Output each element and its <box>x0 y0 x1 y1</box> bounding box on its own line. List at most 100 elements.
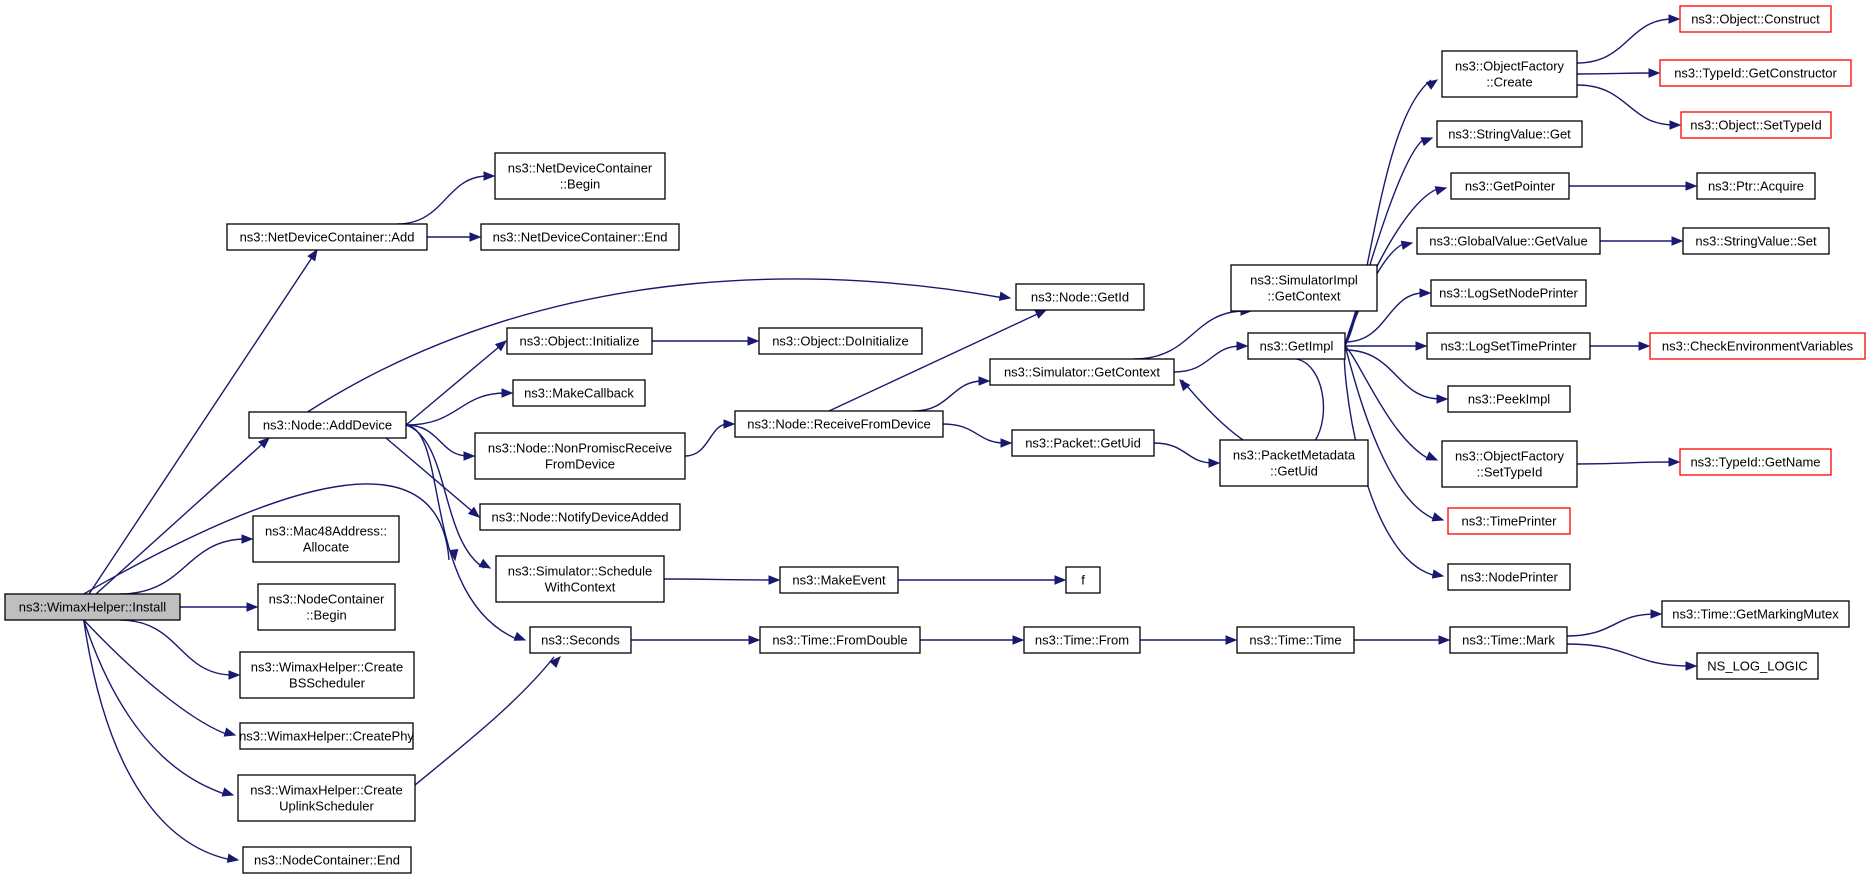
node-create-phy[interactable]: ns3::WimaxHelper::CreatePhy <box>239 722 414 750</box>
node-box <box>1679 448 1832 476</box>
node-box <box>779 566 899 594</box>
edge-arrowhead <box>1012 635 1025 645</box>
node-label: ns3::MakeEvent <box>792 573 886 588</box>
node-label: NS_LOG_LOGIC <box>1707 659 1807 674</box>
node-box <box>1065 566 1101 594</box>
node-box <box>1649 332 1866 360</box>
edge-arrowhead <box>221 787 235 797</box>
node-pktmeta-getuid[interactable]: ns3::PacketMetadata::GetUid <box>1219 439 1369 487</box>
node-nodeprinter[interactable]: ns3::NodePrinter <box>1447 563 1571 591</box>
node-logsetnodeprinter[interactable]: ns3::LogSetNodePrinter <box>1430 279 1587 307</box>
node-gv-getvalue[interactable]: ns3::GlobalValue::GetValue <box>1416 227 1601 255</box>
node-of-settypeid[interactable]: ns3::ObjectFactory::SetTypeId <box>1441 440 1578 488</box>
node-box <box>239 722 414 750</box>
edge-arrowhead <box>228 670 241 680</box>
edge-arrowhead <box>223 727 237 737</box>
node-timeprinter[interactable]: ns3::TimePrinter <box>1447 507 1571 535</box>
node-typeid-getname[interactable]: ns3::TypeId::GetName <box>1679 448 1832 476</box>
node-label: ns3::Packet::GetUid <box>1025 436 1141 451</box>
edge-install-to-seconds <box>83 483 459 595</box>
node-node-adddevice[interactable]: ns3::Node::AddDevice <box>248 411 407 439</box>
node-node-getid[interactable]: ns3::Node::GetId <box>1015 283 1145 311</box>
node-box <box>4 593 181 621</box>
node-getimpl[interactable]: ns3::GetImpl <box>1247 332 1346 360</box>
node-f[interactable]: f <box>1065 566 1101 594</box>
node-install[interactable]: ns3::WimaxHelper::Install <box>4 593 181 621</box>
edge-arrowhead <box>241 534 254 544</box>
edge-time-from-to-time-time <box>1139 635 1238 645</box>
node-simimpl-getctx[interactable]: ns3::SimulatorImpl::GetContext <box>1230 264 1378 312</box>
node-checkenv[interactable]: ns3::CheckEnvironmentVariables <box>1649 332 1866 360</box>
node-label: ::Create <box>1486 75 1532 90</box>
edge-install-to-create-uplink <box>83 619 235 797</box>
node-stringvalue-set[interactable]: ns3::StringValue::Set <box>1682 227 1830 255</box>
node-box <box>1447 385 1571 413</box>
edge-install-to-nc-end <box>83 619 240 863</box>
node-packet-getuid[interactable]: ns3::Packet::GetUid <box>1011 429 1155 457</box>
edge-line <box>396 175 489 225</box>
edge-node-adddevice-to-node-notify <box>385 437 481 518</box>
edge-arrowhead <box>1425 451 1439 461</box>
node-ndc-end[interactable]: ns3::NetDeviceContainer::End <box>480 223 680 251</box>
edge-line <box>405 424 469 457</box>
node-sim-getctx[interactable]: ns3::Simulator::GetContext <box>989 358 1175 386</box>
node-obj-init[interactable]: ns3::Object::Initialize <box>506 327 653 355</box>
node-box <box>1219 439 1369 487</box>
node-box <box>1247 332 1346 360</box>
node-makecallback[interactable]: ns3::MakeCallback <box>512 379 646 407</box>
node-logsettimeprinter[interactable]: ns3::LogSetTimePrinter <box>1426 332 1591 360</box>
edge-time-fromdouble-to-time-from <box>919 635 1025 645</box>
edge-line <box>942 423 1006 444</box>
node-stringvalue-get[interactable]: ns3::StringValue::Get <box>1436 120 1583 148</box>
edge-line <box>1153 442 1214 464</box>
node-label: ns3::Time::From <box>1035 633 1129 648</box>
node-obj-settypeid[interactable]: ns3::Object::SetTypeId <box>1680 111 1832 139</box>
edge-arrowhead <box>448 548 459 562</box>
node-seconds[interactable]: ns3::Seconds <box>529 626 632 654</box>
node-nc-begin[interactable]: ns3::NodeContainer::Begin <box>257 583 396 631</box>
node-ndc-begin[interactable]: ns3::NetDeviceContainer::Begin <box>494 152 666 200</box>
node-node-recv[interactable]: ns3::Node::ReceiveFromDevice <box>734 410 944 438</box>
node-typeid-getctor[interactable]: ns3::TypeId::GetConstructor <box>1659 59 1852 87</box>
node-ptr-acquire[interactable]: ns3::Ptr::Acquire <box>1696 172 1816 200</box>
node-label: ::GetContext <box>1268 289 1341 304</box>
node-box <box>529 626 632 654</box>
edge-arrowhead <box>1054 575 1067 585</box>
node-mac48[interactable]: ns3::Mac48Address::Allocate <box>252 515 400 563</box>
edge-line <box>1576 72 1654 75</box>
node-ndc-add[interactable]: ns3::NetDeviceContainer::Add <box>226 223 428 251</box>
node-getpointer[interactable]: ns3::GetPointer <box>1450 172 1570 200</box>
edge-arrowhead <box>226 853 240 863</box>
node-peekimpl[interactable]: ns3::PeekImpl <box>1447 385 1571 413</box>
edge-arrowhead <box>1425 79 1439 90</box>
node-node-notify[interactable]: ns3::Node::NotifyDeviceAdded <box>479 503 681 531</box>
edge-arrowhead <box>1420 137 1434 147</box>
edge-line <box>405 424 520 641</box>
node-time-mutex[interactable]: ns3::Time::GetMarkingMutex <box>1661 600 1850 628</box>
node-label: ns3::NetDeviceContainer::Add <box>240 230 415 245</box>
node-label: ns3::StringValue::Set <box>1695 234 1817 249</box>
node-label: ns3::Node::GetId <box>1031 290 1129 305</box>
edge-arrowhead <box>1438 635 1451 645</box>
node-time-time[interactable]: ns3::Time::Time <box>1236 626 1355 654</box>
node-obj-doinit[interactable]: ns3::Object::DoInitialize <box>758 327 923 355</box>
node-makeevent[interactable]: ns3::MakeEvent <box>779 566 899 594</box>
node-ns-log-logic[interactable]: NS_LOG_LOGIC <box>1696 652 1819 680</box>
node-label: ns3::Object::Construct <box>1691 12 1820 27</box>
node-nc-end[interactable]: ns3::NodeContainer::End <box>242 846 412 874</box>
node-of-create[interactable]: ns3::ObjectFactory::Create <box>1441 50 1578 98</box>
node-time-mark[interactable]: ns3::Time::Mark <box>1449 626 1568 654</box>
edge-line <box>1344 345 1438 521</box>
node-obj-construct[interactable]: ns3::Object::Construct <box>1679 5 1832 33</box>
node-time-fromdouble[interactable]: ns3::Time::FromDouble <box>759 626 921 654</box>
edge-install-to-ndc-add <box>88 248 318 595</box>
node-label: ns3::ObjectFactory <box>1455 59 1565 74</box>
edge-time-mark-to-time-mutex <box>1566 609 1663 637</box>
node-label: ns3::SimulatorImpl <box>1250 273 1358 288</box>
node-time-from[interactable]: ns3::Time::From <box>1023 626 1141 654</box>
edge-time-mark-to-ns-log-logic <box>1566 643 1698 671</box>
